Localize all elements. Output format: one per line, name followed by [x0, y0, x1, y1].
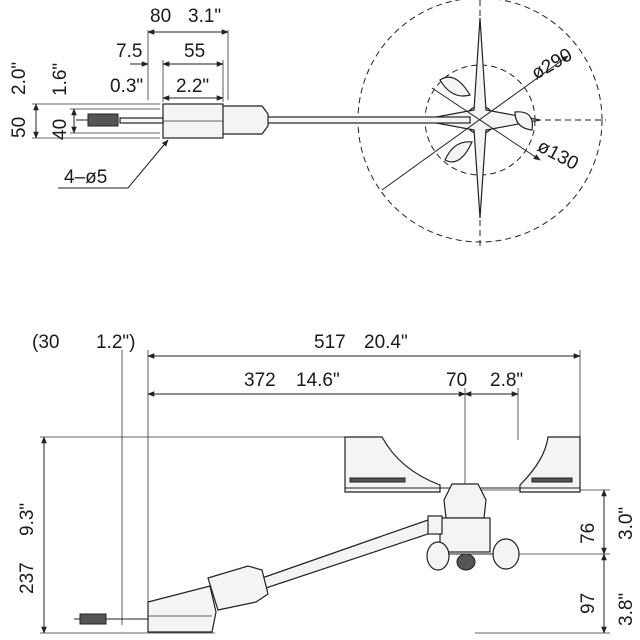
- head-body: [439, 517, 491, 553]
- cable-top: [119, 117, 164, 124]
- dim-372-inch: 14.6": [296, 370, 340, 391]
- head-hub: [443, 483, 487, 519]
- cup-side-center: [456, 553, 476, 571]
- dim-76-value: 76: [578, 523, 599, 544]
- dim-7.5-value: 7.5: [116, 41, 142, 62]
- dim-237-inch: 9.3": [17, 503, 38, 536]
- connector-top: [87, 113, 119, 127]
- dim-40-value: 40: [50, 119, 71, 140]
- rotor-dia-leader: [381, 55, 569, 191]
- nut-side: [207, 565, 269, 611]
- dim-40-inch: 1.6": [50, 63, 71, 96]
- cup-side-right: [492, 538, 520, 570]
- arm-mount-side: [427, 515, 443, 535]
- dim-80-inch: 3.1": [188, 6, 221, 27]
- dim-80-value: 80: [150, 6, 171, 27]
- cup-lower-left: [444, 141, 473, 163]
- dim-0.3-inch: 0.3": [110, 76, 143, 97]
- cup-right: [514, 111, 533, 131]
- cup-dia-label: ø130: [534, 136, 582, 175]
- dim-237-value: 237: [17, 562, 38, 594]
- connector-side: [79, 613, 107, 625]
- vane-nose: [519, 436, 581, 493]
- dim-70-inch: 2.8": [490, 370, 523, 391]
- dim-50-value: 50: [9, 117, 30, 138]
- dim-372-value: 372: [244, 370, 276, 391]
- vane-star: [419, 17, 541, 219]
- arm-top: [259, 116, 471, 124]
- dim-517-inch: 20.4": [364, 332, 408, 353]
- dim-30-value: (30: [32, 332, 59, 353]
- dim-97-inch: 3.8": [616, 593, 637, 626]
- dim-55-value: 55: [184, 41, 205, 62]
- dim-97-value: 97: [578, 593, 599, 614]
- vane-tail: [344, 436, 441, 493]
- holes-leader: [58, 139, 169, 189]
- dim-30-inch: 1.2"): [96, 332, 135, 353]
- vane-label-left: [349, 477, 406, 483]
- nut-top: [221, 105, 269, 135]
- dim-50-inch: 2.0": [9, 62, 30, 95]
- cup-side-left: [426, 541, 450, 571]
- dim-70-value: 70: [446, 370, 467, 391]
- cup-upper-left: [439, 76, 471, 97]
- dim-76-inch: 3.0": [616, 507, 637, 540]
- dim-517-value: 517: [314, 332, 346, 353]
- holes-label: 4–ø5: [64, 167, 107, 188]
- vane-label-right: [531, 477, 573, 483]
- arm-side: [261, 519, 441, 589]
- top-view: ø290 ø130 80 3.1" 7.5 55 0.3" 2.2": [9, 0, 606, 246]
- side-view: (30 1.2") 517 20.4" 372 14.6" 70 2.8" 23…: [17, 332, 637, 634]
- rotor-dia-label: ø290: [528, 44, 576, 84]
- cup-dia-leader: [431, 87, 541, 161]
- dim-2.2-inch: 2.2": [176, 76, 209, 97]
- bracket-side: [147, 585, 217, 633]
